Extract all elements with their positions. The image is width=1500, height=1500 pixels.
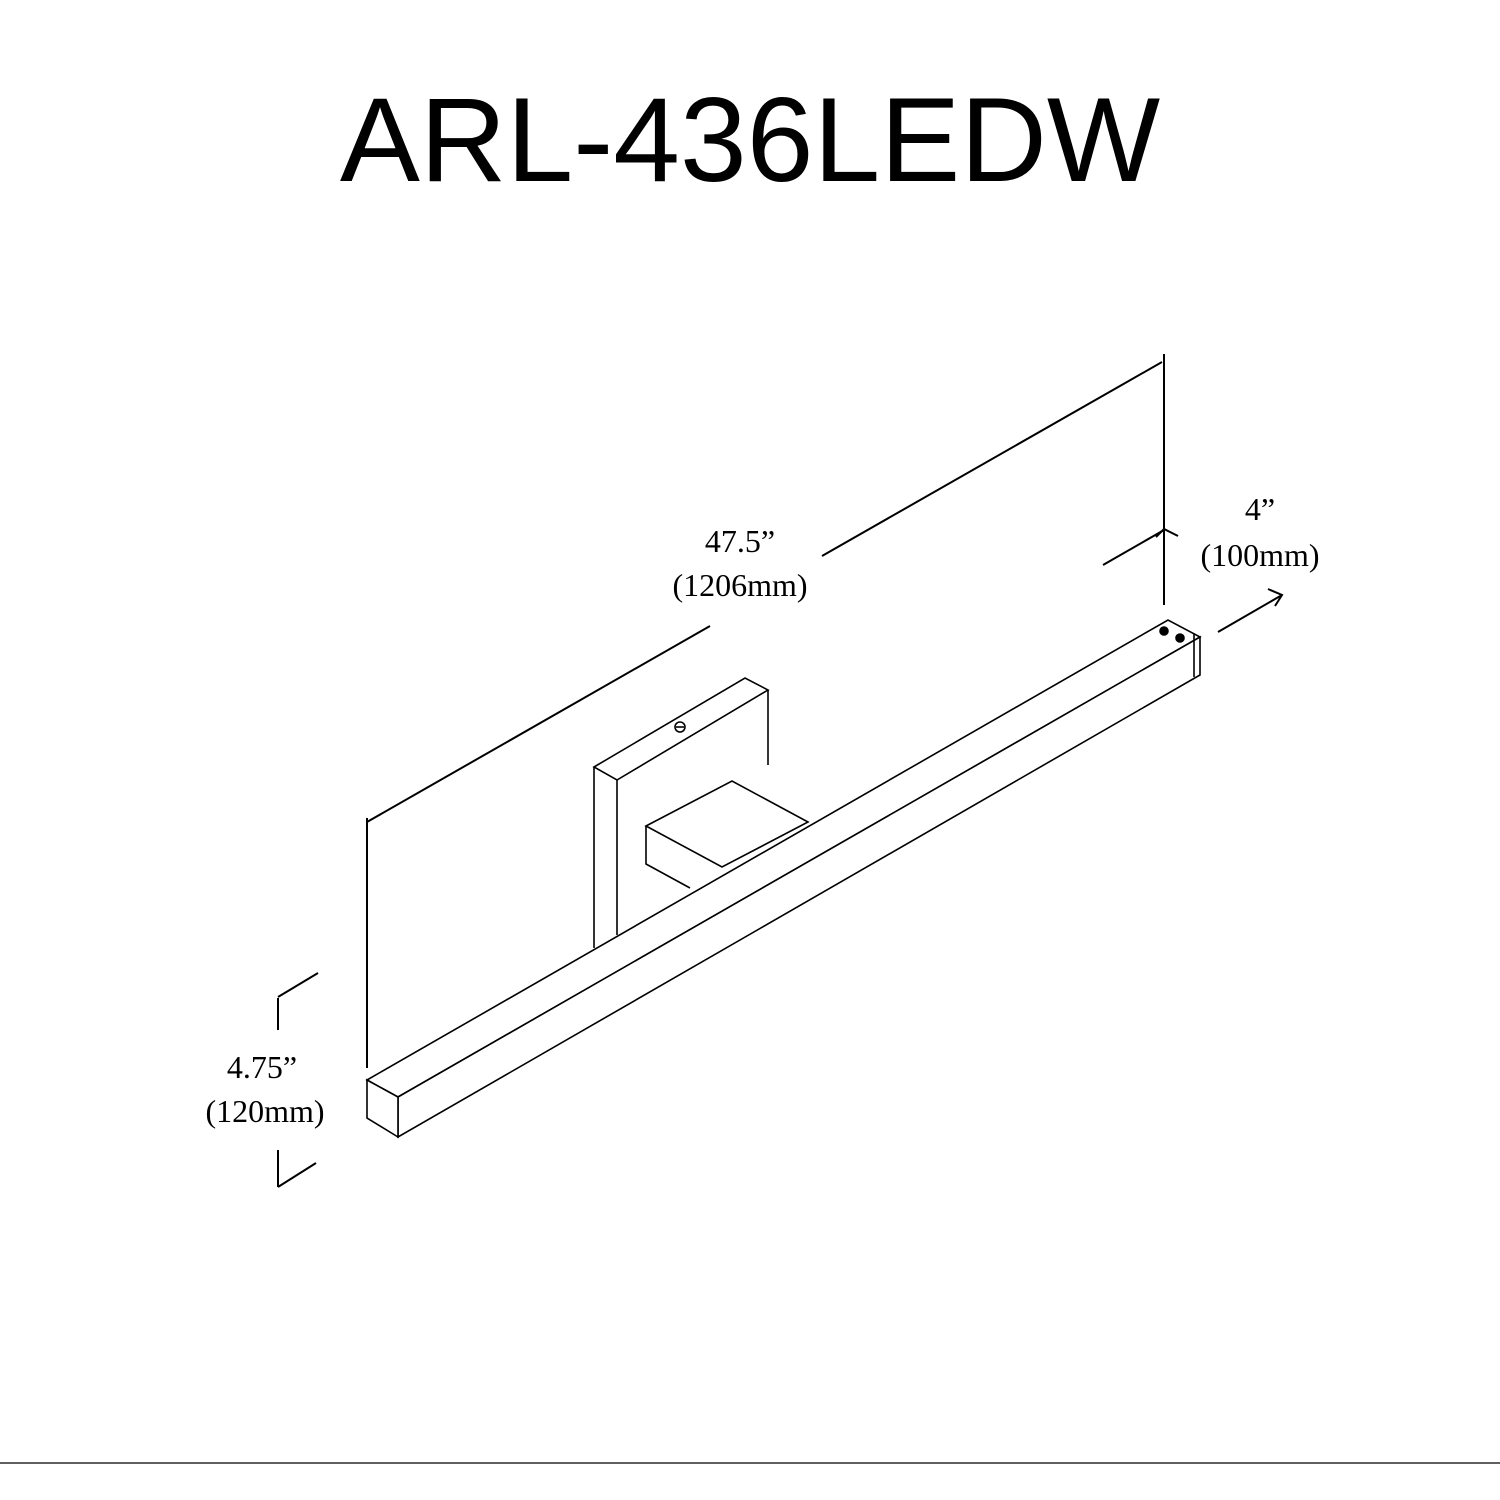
height-metric-label: (120mm) (205, 1093, 324, 1129)
depth-dimension-lines (1102, 527, 1284, 633)
backplate (592, 677, 770, 948)
height-imperial-label: 4.75” (227, 1049, 297, 1085)
height-dimension-lines (277, 972, 319, 1188)
light-bar (365, 619, 1202, 1139)
depth-metric-label: (100mm) (1200, 537, 1319, 573)
arm (644, 780, 810, 889)
length-dimension-lines (366, 354, 1165, 1068)
length-imperial-label: 47.5” (705, 523, 775, 559)
product-model-title: ARL-436LEDW (339, 73, 1161, 207)
depth-imperial-label: 4” (1245, 491, 1275, 527)
length-metric-label: (1206mm) (672, 567, 807, 603)
